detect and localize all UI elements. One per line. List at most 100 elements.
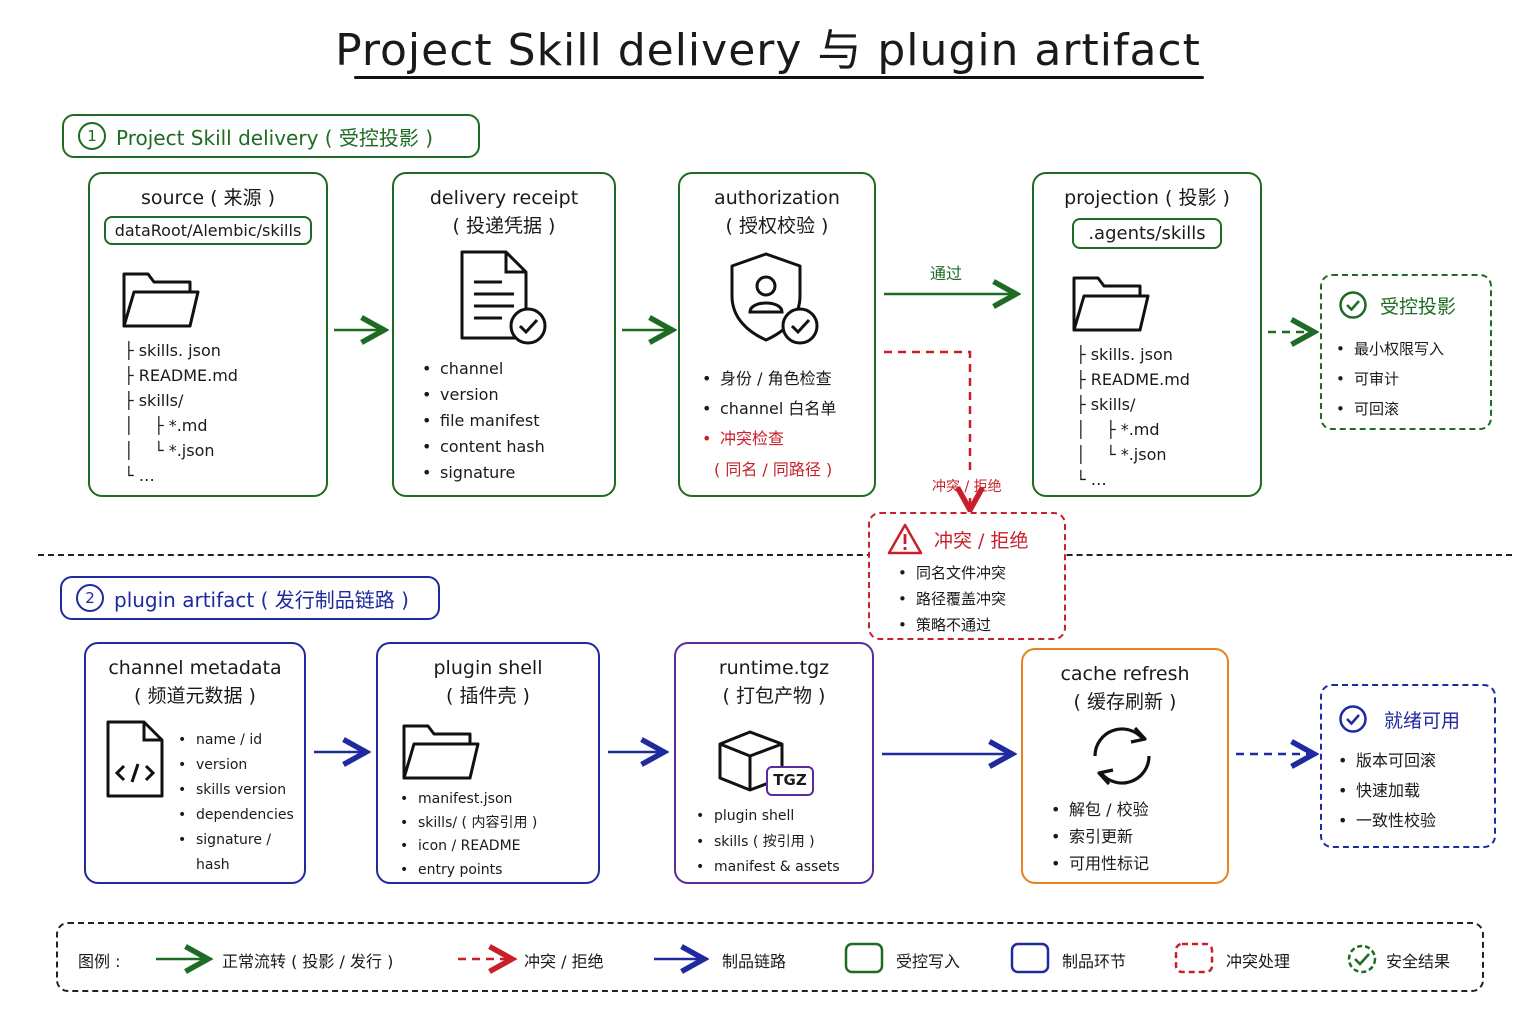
ready-list: 版本可回滚 快速加载 一致性校验 xyxy=(1338,746,1436,836)
page-title: Project Skill delivery 与 plugin artifact xyxy=(335,25,1201,76)
metadata-item: skills version xyxy=(178,778,304,803)
result-item: 可审计 xyxy=(1336,364,1444,394)
ready-item: 版本可回滚 xyxy=(1338,746,1436,776)
arrow-conflict-reject xyxy=(884,350,972,470)
runtime-list: plugin shell skills ( 按引用 ) manifest & a… xyxy=(696,804,840,881)
section2-header: 2 plugin artifact ( 发行制品链路 ) xyxy=(60,576,440,620)
shell-subtitle: ( 插件壳 ) xyxy=(446,685,530,707)
cache-list: 解包 / 校验 索引更新 可用性标记 xyxy=(1051,796,1149,877)
auth-title: authorization xyxy=(714,187,840,209)
legend-green-box xyxy=(844,942,884,974)
legend-artifact: 制品链路 xyxy=(722,952,787,971)
auth-conflict-sub: ( 同名 / 同路径 ) xyxy=(714,460,833,479)
receipt-box: delivery receipt ( 投递凭据 ) channel versio… xyxy=(392,172,616,497)
auth-item: 身份 / 角色检查 xyxy=(702,364,836,394)
legend-check-circle-icon xyxy=(1347,944,1377,974)
legend-conflict: 冲突 / 拒绝 xyxy=(524,952,604,971)
section1-label: Project Skill delivery ( 受控投影 ) xyxy=(116,125,434,150)
legend-conflict-handling: 冲突处理 xyxy=(1226,952,1291,971)
cache-title: cache refresh xyxy=(1060,663,1190,685)
section1-header: 1 Project Skill delivery ( 受控投影 ) xyxy=(62,114,480,158)
check-circle-icon xyxy=(1339,705,1367,733)
auth-subtitle: ( 授权校验 ) xyxy=(725,215,829,237)
check-circle-icon xyxy=(1339,291,1367,319)
result-item: 最小权限写入 xyxy=(1336,334,1444,364)
pass-label: 通过 xyxy=(930,264,963,283)
section2-number: 2 xyxy=(76,584,104,612)
auth-conflict-item: 冲突检查 xyxy=(702,424,836,454)
runtime-subtitle: ( 打包产物 ) xyxy=(722,685,826,707)
shell-item: icon / README xyxy=(400,835,537,859)
metadata-item: name / id xyxy=(178,728,304,753)
metadata-list: name / id version skills version depende… xyxy=(178,728,304,878)
ready-item: 一致性校验 xyxy=(1338,806,1436,836)
metadata-subtitle: ( 频道元数据 ) xyxy=(134,685,256,707)
auth-item: channel 白名单 xyxy=(702,394,836,424)
receipt-title: delivery receipt xyxy=(429,187,579,209)
title-underline xyxy=(354,76,1204,79)
runtime-item: manifest & assets xyxy=(696,855,840,881)
projection-path-tag: .agents/skills xyxy=(1072,218,1222,249)
receipt-list: channel version file manifest content ha… xyxy=(422,356,545,486)
projection-title: projection ( 投影 ) xyxy=(1064,187,1230,209)
receipt-item: version xyxy=(422,382,545,408)
warning-icon xyxy=(887,523,923,555)
conflict-box-item: 策略不通过 xyxy=(898,612,1006,638)
receipt-item: signature xyxy=(422,460,545,486)
folder-icon xyxy=(1072,276,1150,332)
metadata-item: version xyxy=(178,753,304,778)
metadata-title: channel metadata xyxy=(108,657,282,679)
controlled-projection-result: 受控投影 最小权限写入 可审计 可回滚 xyxy=(1320,274,1492,430)
source-file-tree: ├ skills. json ├ README.md ├ skills/ │ ├… xyxy=(124,341,238,485)
projection-file-tree: ├ skills. json ├ README.md ├ skills/ │ ├… xyxy=(1076,345,1190,489)
cache-item: 索引更新 xyxy=(1051,823,1149,850)
shell-title: plugin shell xyxy=(433,657,543,679)
cache-item: 解包 / 校验 xyxy=(1051,796,1149,823)
projection-box: projection ( 投影 ) .agents/skills ├ skill… xyxy=(1032,172,1262,497)
result-item: 可回滚 xyxy=(1336,394,1444,424)
legend-label: 图例 : xyxy=(78,952,121,971)
result-title: 受控投影 xyxy=(1380,296,1457,318)
shell-item: entry points xyxy=(400,859,537,883)
code-file-icon xyxy=(106,720,164,798)
ready-result: 就绪可用 版本可回滚 快速加载 一致性校验 xyxy=(1320,684,1496,848)
section1-number: 1 xyxy=(78,122,106,150)
folder-icon xyxy=(122,272,200,328)
runtime-item: plugin shell xyxy=(696,804,840,830)
metadata-item: signature / hash xyxy=(178,828,304,878)
conflict-box-list: 同名文件冲突 路径覆盖冲突 策略不通过 xyxy=(898,560,1006,638)
refresh-icon xyxy=(1093,726,1151,786)
metadata-item: dependencies xyxy=(178,803,304,828)
tgz-badge: TGZ xyxy=(766,766,814,796)
cache-item: 可用性标记 xyxy=(1051,850,1149,877)
conflict-box-title: 冲突 / 拒绝 xyxy=(934,530,1029,552)
runtime-tgz-box: runtime.tgz ( 打包产物 ) TGZ plugin shell sk… xyxy=(674,642,874,884)
legend-box: 图例 : 正常流转 ( 投影 / 发行 ) 冲突 / 拒绝 制品链路 受控写入 … xyxy=(56,922,1484,992)
authorization-box: authorization ( 授权校验 ) 身份 / 角色检查 channel… xyxy=(678,172,876,497)
receipt-item: content hash xyxy=(422,434,545,460)
legend-normal: 正常流转 ( 投影 / 发行 ) xyxy=(222,952,394,971)
legend-safe: 安全结果 xyxy=(1386,952,1451,971)
document-check-icon xyxy=(460,250,547,345)
channel-metadata-box: channel metadata ( 频道元数据 ) name / id ver… xyxy=(84,642,306,884)
runtime-item: skills ( 按引用 ) xyxy=(696,830,840,856)
folder-icon xyxy=(402,724,480,780)
receipt-item: channel xyxy=(422,356,545,382)
shell-item: skills/ ( 内容引用 ) xyxy=(400,812,537,836)
source-title: source ( 来源 ) xyxy=(140,187,276,209)
receipt-subtitle: ( 投递凭据 ) xyxy=(452,215,556,237)
auth-list: 身份 / 角色检查 channel 白名单 冲突检查 xyxy=(702,364,836,454)
legend-artifact-node: 制品环节 xyxy=(1062,952,1127,971)
legend-symbols xyxy=(156,942,1377,994)
runtime-title: runtime.tgz xyxy=(718,657,830,679)
shell-item: manifest.json xyxy=(400,788,537,812)
shell-list: manifest.json skills/ ( 内容引用 ) icon / RE… xyxy=(400,788,537,882)
cache-subtitle: ( 缓存刷新 ) xyxy=(1073,691,1177,713)
legend-blue-box xyxy=(1010,942,1050,974)
conflict-arrow-label: 冲突 / 拒绝 xyxy=(932,479,1002,495)
section-divider xyxy=(38,554,1512,556)
conflict-reject-box: 冲突 / 拒绝 同名文件冲突 路径覆盖冲突 策略不通过 xyxy=(868,512,1066,640)
ready-title: 就绪可用 xyxy=(1384,710,1461,732)
source-box: source ( 来源 ) dataRoot/Alembic/skills ├ … xyxy=(88,172,328,497)
